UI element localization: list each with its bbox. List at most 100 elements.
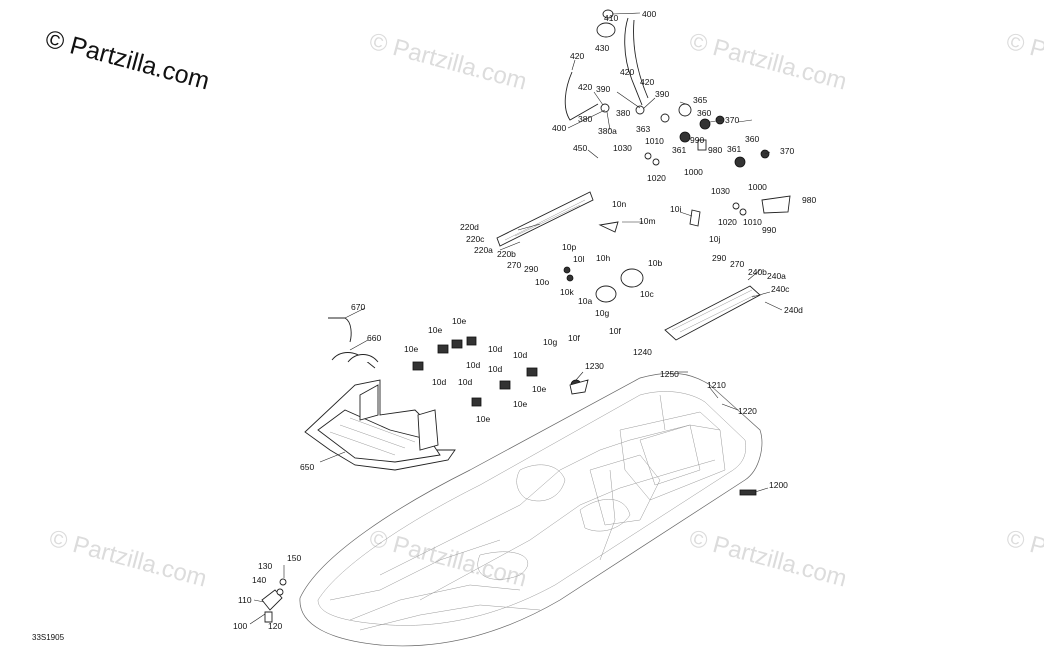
label-10d: 10d xyxy=(458,377,472,387)
label-240d: 240d xyxy=(784,305,803,315)
label-130: 130 xyxy=(258,561,272,571)
watermark-text: © Partzilla.com xyxy=(686,28,849,96)
label-270: 270 xyxy=(730,259,744,269)
label-10f: 10f xyxy=(609,326,621,336)
label-10e: 10e xyxy=(452,316,466,326)
label-390: 390 xyxy=(655,89,669,99)
vent-hoses xyxy=(564,9,649,121)
label-220b: 220b xyxy=(497,249,516,259)
label-1000: 1000 xyxy=(684,167,703,177)
diagram-code: 33S1905 xyxy=(32,633,65,642)
watermark-text: © Partzilla.com xyxy=(366,525,529,593)
rail-240 xyxy=(664,285,761,341)
label-670: 670 xyxy=(351,302,365,312)
label-1220: 1220 xyxy=(738,406,757,416)
label-420: 420 xyxy=(620,67,634,77)
label-1030: 1030 xyxy=(613,143,632,153)
label-240c: 240c xyxy=(771,284,790,294)
label-10o: 10o xyxy=(535,277,549,287)
hull-assembly xyxy=(299,372,763,647)
watermark-repeats: © Partzilla.com © Partzilla.com © Partzi… xyxy=(46,28,1044,593)
fittings xyxy=(563,103,791,395)
label-10f: 10f xyxy=(568,333,580,343)
label-980: 980 xyxy=(708,145,722,155)
label-360: 360 xyxy=(697,108,711,118)
label-420: 420 xyxy=(640,77,654,87)
label-10d: 10d xyxy=(466,360,480,370)
label-360: 360 xyxy=(745,134,759,144)
label-365: 365 xyxy=(693,95,707,105)
label-10n: 10n xyxy=(612,199,626,209)
watermark-text: © Partzilla.com xyxy=(46,525,209,593)
label-10e: 10e xyxy=(476,414,490,424)
label-10h: 10h xyxy=(596,253,610,263)
label-120: 120 xyxy=(268,621,282,631)
label-370: 370 xyxy=(780,146,794,156)
label-10l: 10l xyxy=(573,254,584,264)
label-370: 370 xyxy=(725,115,739,125)
label-220c: 220c xyxy=(466,234,485,244)
label-10p: 10p xyxy=(562,242,576,252)
label-1010: 1010 xyxy=(743,217,762,227)
label-270: 270 xyxy=(507,260,521,270)
label-650: 650 xyxy=(300,462,314,472)
label-1020: 1020 xyxy=(647,173,666,183)
label-10g: 10g xyxy=(595,308,609,318)
label-150: 150 xyxy=(287,553,301,563)
label-240a: 240a xyxy=(767,271,786,281)
label-10m: 10m xyxy=(639,216,656,226)
label-420: 420 xyxy=(578,82,592,92)
label-240b: 240b xyxy=(748,267,767,277)
rail-220 xyxy=(496,191,594,247)
label-400: 400 xyxy=(642,9,656,19)
watermark-text: © Partzilla.com xyxy=(1003,525,1044,593)
clips-10d-10e xyxy=(412,336,757,496)
grab-handles xyxy=(328,317,379,369)
label-1000: 1000 xyxy=(748,182,767,192)
label-420: 420 xyxy=(570,51,584,61)
label-1210: 1210 xyxy=(707,380,726,390)
label-1250: 1250 xyxy=(660,369,679,379)
label-400: 400 xyxy=(552,123,566,133)
label-363: 363 xyxy=(636,124,650,134)
label-10k: 10k xyxy=(560,287,574,297)
label-10a: 10a xyxy=(578,296,592,306)
leader-lines xyxy=(249,12,783,625)
label-10g: 10g xyxy=(543,337,557,347)
label-10e: 10e xyxy=(513,399,527,409)
label-10d: 10d xyxy=(513,350,527,360)
label-990: 990 xyxy=(690,135,704,145)
label-100: 100 xyxy=(233,621,247,631)
label-290: 290 xyxy=(712,253,726,263)
partzilla-watermark-main: © Partzilla.com xyxy=(42,25,212,96)
part-labels: 410 400 430 420 420 420 420 390 390 400 … xyxy=(233,9,816,631)
label-1020: 1020 xyxy=(718,217,737,227)
watermark-text: © Partzilla.com xyxy=(1003,28,1044,96)
bow-eye-assembly xyxy=(261,578,287,623)
label-1200: 1200 xyxy=(769,480,788,490)
label-290: 290 xyxy=(524,264,538,274)
label-110: 110 xyxy=(238,595,252,605)
label-410: 410 xyxy=(604,13,618,23)
label-10e: 10e xyxy=(428,325,442,335)
watermark-text: © Partzilla.com xyxy=(686,525,849,593)
label-1230: 1230 xyxy=(585,361,604,371)
label-1240: 1240 xyxy=(633,347,652,357)
label-430: 430 xyxy=(595,43,609,53)
label-390: 390 xyxy=(596,84,610,94)
label-220a: 220a xyxy=(474,245,493,255)
label-10b: 10b xyxy=(648,258,662,268)
label-10d: 10d xyxy=(488,344,502,354)
label-220d: 220d xyxy=(460,222,479,232)
label-140: 140 xyxy=(252,575,266,585)
label-450: 450 xyxy=(573,143,587,153)
label-361: 361 xyxy=(672,145,686,155)
label-361: 361 xyxy=(727,144,741,154)
watermark-text: © Partzilla.com xyxy=(366,28,529,96)
label-660: 660 xyxy=(367,333,381,343)
label-1030: 1030 xyxy=(711,186,730,196)
footrest-platform-650 xyxy=(304,379,456,471)
label-380: 380 xyxy=(578,114,592,124)
label-990: 990 xyxy=(762,225,776,235)
